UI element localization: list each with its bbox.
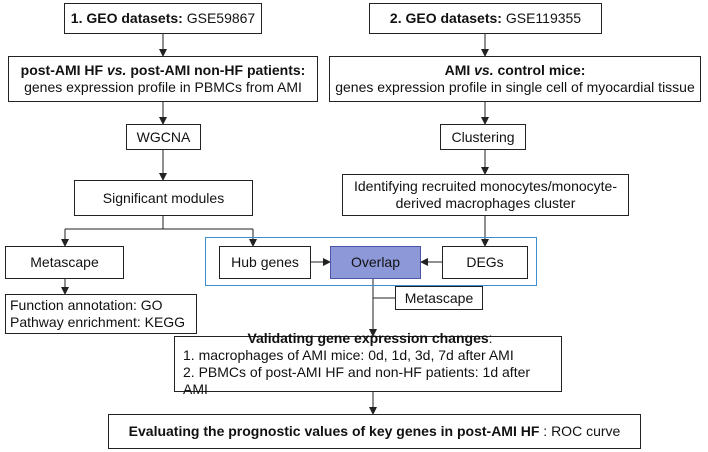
mice-comparison-box: AMI vs. control mice: genes expression p… xyxy=(329,56,701,102)
identify-cluster-line1: Identifying recruited monocytes/monocyte… xyxy=(353,178,617,194)
mice-title-a: AMI xyxy=(444,62,471,78)
significant-modules-box: Significant modules xyxy=(74,180,253,216)
metascape-left-box: Metascape xyxy=(5,246,124,279)
evaluating-title: Evaluating the prognostic values of key … xyxy=(128,423,540,439)
mice-title-b: control mice: xyxy=(497,62,586,78)
degs-box: DEGs xyxy=(442,246,528,279)
hf-title-a: post-AMI HF xyxy=(20,62,104,78)
geo-dataset-2-label: 2. GEO datasets: xyxy=(389,10,502,26)
geo-dataset-2-box: 2. GEO datasets: GSE119355 xyxy=(369,3,602,34)
overlap-group-frame xyxy=(205,237,537,286)
evaluating-suffix: : ROC curve xyxy=(539,423,621,439)
hf-vs: vs. xyxy=(106,62,127,78)
overlap-box: Overlap xyxy=(330,246,421,279)
validating-item-2: 2. PBMCs of post-AMI HF and non-HF patie… xyxy=(183,364,531,397)
mice-description: genes expression profile in single cell … xyxy=(335,79,695,95)
validating-item-1: 1. macrophages of AMI mice: 0d, 1d, 3d, … xyxy=(183,347,514,363)
wgcna-box: WGCNA xyxy=(126,124,201,150)
hf-description: genes expression profile in PBMCs from A… xyxy=(24,79,302,95)
geo-dataset-1-box: 1. GEO datasets: GSE59867 xyxy=(64,3,262,34)
hf-title-b: post-AMI non-HF patients: xyxy=(130,62,306,78)
validating-colon: : xyxy=(488,330,493,346)
identify-cluster-box: Identifying recruited monocytes/monocyte… xyxy=(342,174,629,216)
geo-dataset-1-label: 1. GEO datasets: xyxy=(70,10,183,26)
evaluating-box: Evaluating the prognostic values of key … xyxy=(108,414,641,449)
metascape-center-box: Metascape xyxy=(395,286,483,310)
annotation-box: Function annotation: GO Pathway enrichme… xyxy=(5,294,197,334)
geo-dataset-2-id: GSE119355 xyxy=(505,10,582,26)
function-annotation-text: Function annotation: GO xyxy=(10,297,163,313)
validating-box: Validating gene expression changes: 1. m… xyxy=(174,330,562,397)
clustering-box: Clustering xyxy=(440,124,526,150)
hf-comparison-box: post-AMI HF vs. post-AMI non-HF patients… xyxy=(8,56,318,102)
identify-cluster-line2: derived macrophages cluster xyxy=(395,195,576,211)
mice-vs: vs. xyxy=(474,62,494,78)
validating-title: Validating gene expression changes xyxy=(247,330,489,346)
hub-genes-box: Hub genes xyxy=(219,246,311,279)
pathway-enrichment-text: Pathway enrichment: KEGG xyxy=(10,314,186,330)
geo-dataset-1-id: GSE59867 xyxy=(186,10,256,26)
